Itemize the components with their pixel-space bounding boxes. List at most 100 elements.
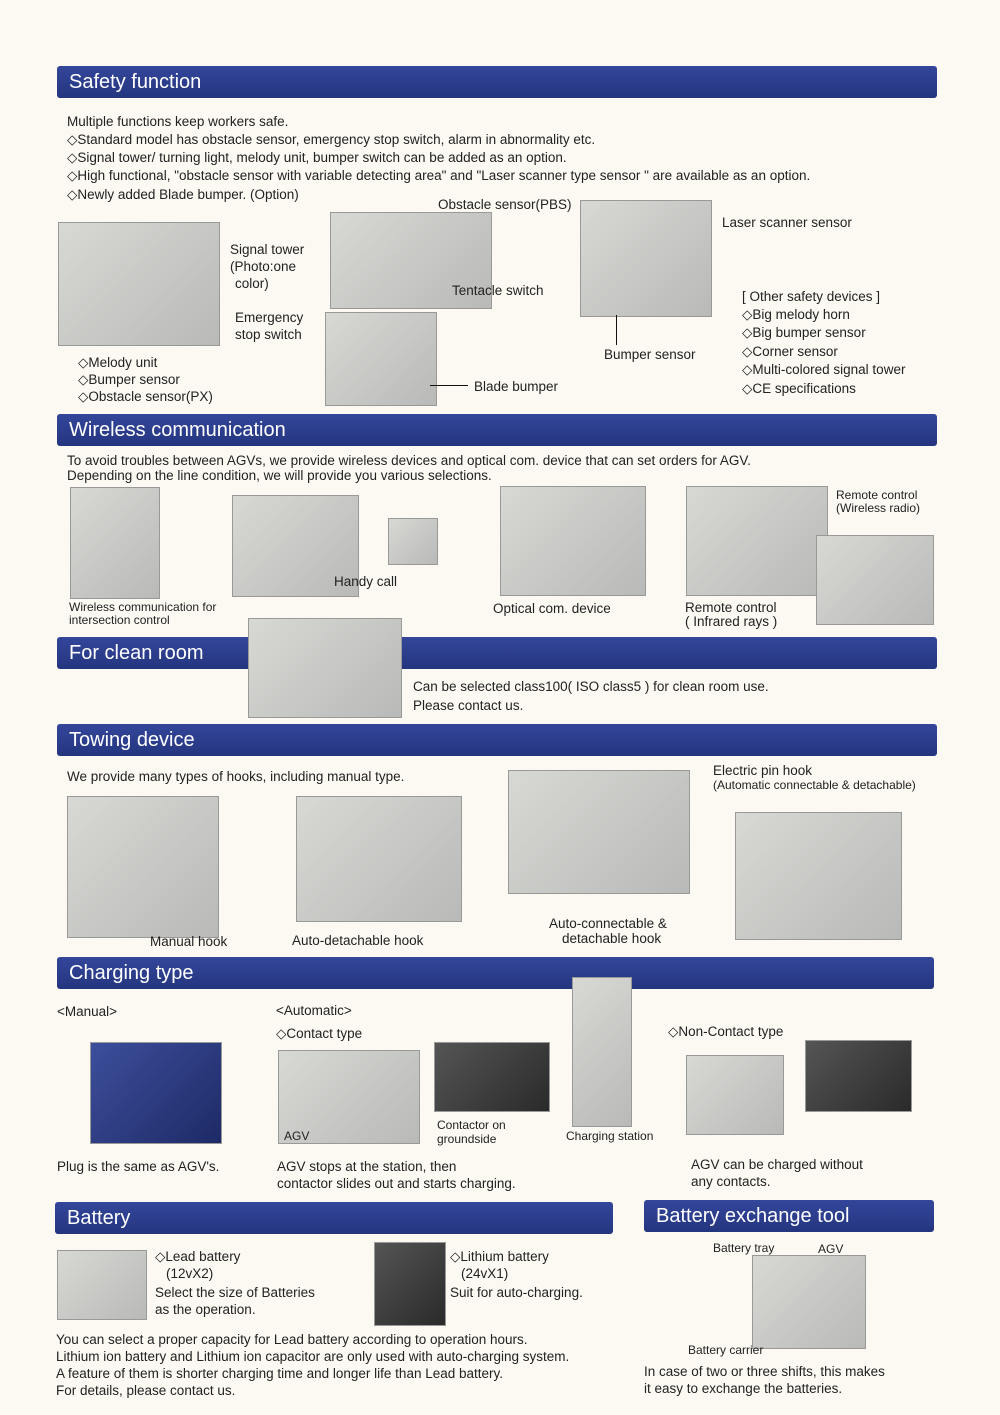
section-header-exchange: Battery exchange tool (644, 1200, 934, 1232)
label-obstacle-pbs: Obstacle sensor(PBS) (438, 197, 572, 212)
label-laser: Laser scanner sensor (722, 215, 852, 230)
contactor-photo (434, 1042, 550, 1112)
exchange-text: it easy to exchange the batteries. (644, 1381, 843, 1396)
charging-text: Plug is the same as AGV's. (57, 1159, 220, 1174)
label-tentacle: Tentacle switch (452, 283, 544, 298)
caption: Auto-detachable hook (292, 933, 424, 948)
section-header-safety: Safety function (57, 66, 937, 98)
battery-text: You can select a proper capacity for Lea… (56, 1332, 528, 1347)
arrow-icon (616, 315, 617, 345)
remote-radio-photo (816, 535, 934, 625)
battery-text: A feature of them is shorter charging ti… (56, 1366, 504, 1381)
label-bumper: Bumper sensor (604, 347, 696, 362)
caption: Handy call (334, 574, 398, 589)
safety-intro: Multiple functions keep workers safe. (67, 114, 289, 129)
caption: AGV (818, 1242, 844, 1256)
caption: (Wireless radio) (836, 501, 921, 515)
charging-text: contactor slides out and starts charging… (277, 1176, 516, 1191)
manual-label: <Manual> (57, 1004, 118, 1019)
section-header-clean: For clean room (57, 637, 937, 669)
exchange-text: In case of two or three shifts, this mak… (644, 1364, 885, 1379)
safety-bullet: ◇Standard model has obstacle sensor, eme… (67, 132, 596, 147)
clean-text: Can be selected class100( ISO class5 ) f… (413, 679, 769, 694)
intersection-photo (70, 487, 160, 599)
caption: intersection control (69, 613, 170, 627)
section-header-towing: Towing device (57, 724, 937, 756)
auto-detach-photo (296, 796, 462, 922)
caption: Remote control (685, 600, 777, 615)
automatic-label: <Automatic> (276, 1003, 352, 1018)
noncontact-coil-photo (805, 1040, 912, 1112)
blade-bumper-photo (325, 312, 437, 406)
charging-station-photo (572, 977, 632, 1127)
section-header-battery: Battery (55, 1202, 613, 1234)
other-item: ◇Big bumper sensor (742, 325, 866, 340)
auto-connect-photo (508, 770, 690, 894)
towing-text: We provide many types of hooks, includin… (67, 769, 405, 784)
section-header-wireless: Wireless communication (57, 414, 937, 446)
charging-text: AGV can be charged without (691, 1157, 863, 1172)
manual-charger-photo (90, 1042, 222, 1144)
charging-text: any contacts. (691, 1174, 771, 1189)
caption: Electric pin hook (713, 763, 813, 778)
caption: detachable hook (562, 931, 662, 946)
safety-bullet: ◇Newly added Blade bumper. (Option) (67, 187, 299, 202)
optical-photo (500, 486, 646, 596)
other-item: ◇Multi-colored signal tower (742, 362, 906, 377)
label-color: color) (235, 276, 269, 291)
caption: AGV (284, 1129, 310, 1143)
option-item: ◇Bumper sensor (78, 372, 180, 387)
option-item: ◇Obstacle sensor(PX) (78, 389, 213, 404)
caption: Battery carrier (688, 1343, 764, 1357)
noncontact-label: ◇Non-Contact type (668, 1024, 784, 1039)
label-blade: Blade bumper (474, 379, 559, 394)
safety-bullet: ◇Signal tower/ turning light, melody uni… (67, 150, 567, 165)
caption: Manual hook (150, 934, 228, 949)
other-devices-title: [ Other safety devices ] (742, 289, 881, 304)
lead-battery-text: Select the size of Batteries (155, 1285, 315, 1300)
label-photo-color: (Photo:one (230, 259, 297, 274)
remote-ir-photo (686, 486, 828, 596)
section-header-charging: Charging type (57, 957, 934, 989)
signal-tower-photo (58, 222, 220, 346)
caption: groundside (437, 1132, 497, 1146)
contact-agv-photo (278, 1050, 420, 1144)
caption: Wireless communication for (69, 600, 217, 614)
caption: Contactor on (437, 1118, 506, 1132)
lead-battery-text: ◇Lead battery (155, 1249, 241, 1264)
lithium-battery-photo (374, 1242, 446, 1326)
electric-hook-photo (735, 812, 902, 940)
other-item: ◇CE specifications (742, 381, 856, 396)
wireless-text: Depending on the line condition, we will… (67, 468, 492, 483)
other-item: ◇Corner sensor (742, 344, 838, 359)
label-stop-switch: stop switch (235, 327, 302, 342)
lithium-battery-text: Suit for auto-charging. (450, 1285, 583, 1300)
clean-text: Please contact us. (413, 698, 524, 713)
handy-call-photo (388, 518, 438, 565)
handy-agv-photo (232, 495, 359, 597)
label-emergency: Emergency (235, 310, 304, 325)
caption: Charging station (566, 1129, 654, 1143)
wireless-text: To avoid troubles between AGVs, we provi… (67, 453, 751, 468)
caption: ( Infrared rays ) (685, 614, 778, 629)
charging-text: AGV stops at the station, then (277, 1159, 457, 1174)
caption: Optical com. device (493, 601, 611, 616)
safety-bullet: ◇High functional, "obstacle sensor with … (67, 168, 811, 183)
arrow-icon (430, 385, 468, 386)
caption: Auto-connectable & (549, 916, 667, 931)
battery-text: Lithium ion battery and Lithium ion capa… (56, 1349, 570, 1364)
lithium-battery-text: ◇Lithium battery (450, 1249, 549, 1264)
lead-battery-photo (57, 1250, 147, 1320)
caption: Battery tray (713, 1241, 775, 1255)
agv-sensor-photo (330, 212, 492, 309)
label-signal-tower: Signal tower (230, 242, 305, 257)
lead-battery-text: as the operation. (155, 1302, 256, 1317)
clean-agv-photo (248, 618, 402, 718)
caption: (Automatic connectable & detachable) (713, 778, 916, 792)
manual-hook-photo (67, 796, 219, 938)
contact-label: ◇Contact type (276, 1026, 363, 1041)
laser-scanner-photo (580, 200, 712, 317)
noncontact-charger-photo (686, 1055, 784, 1135)
other-item: ◇Big melody horn (742, 307, 850, 322)
